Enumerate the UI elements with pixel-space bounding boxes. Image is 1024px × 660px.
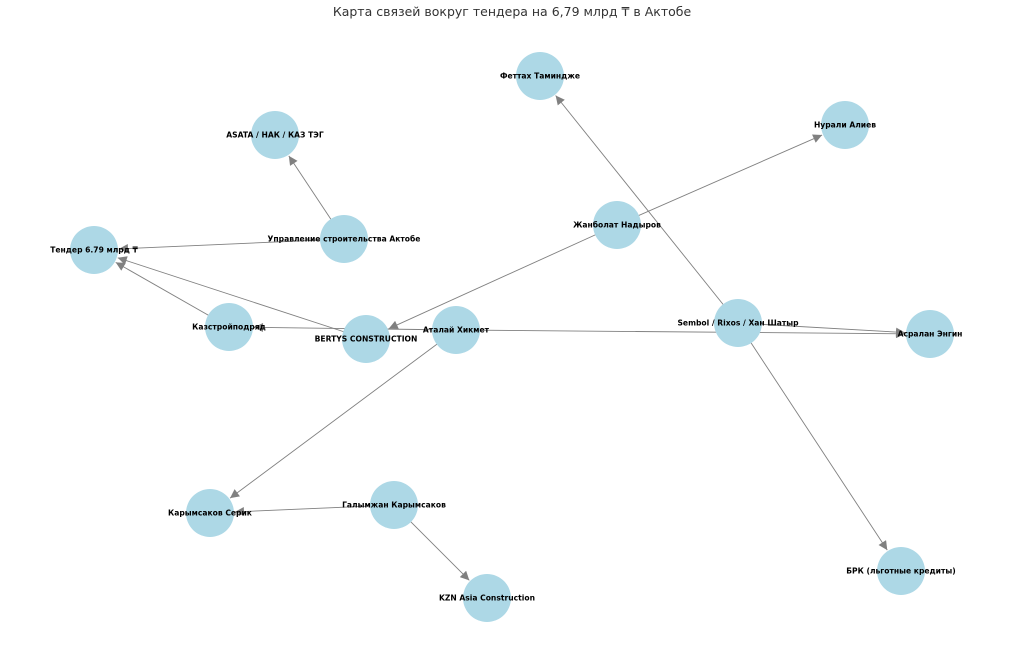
node-karymsakov_s[interactable]	[186, 489, 234, 537]
node-kazstroy[interactable]	[205, 303, 253, 351]
node-atalay[interactable]	[432, 306, 480, 354]
nodes-layer	[70, 52, 954, 622]
edge-sembol-to-asralan	[737, 322, 906, 337]
node-upr[interactable]	[320, 215, 368, 263]
edge-zhanbolat-to-bertys	[388, 224, 618, 330]
node-label-atalay: Аталай Хикмет	[423, 326, 490, 335]
node-label-kazstroy: Казстройподряд	[192, 323, 266, 332]
node-kzn[interactable]	[463, 574, 511, 622]
node-label-upr: Управление строительства Актобе	[268, 235, 421, 244]
edges-layer	[115, 95, 906, 581]
edge-atalay-to-asralan	[455, 329, 906, 339]
node-bertys[interactable]	[342, 315, 390, 363]
node-label-kzn: KZN Asia Construction	[439, 594, 535, 603]
node-feth[interactable]	[516, 52, 564, 100]
node-nurali[interactable]	[821, 101, 869, 149]
node-label-nurali: Нурали Алиев	[814, 121, 876, 130]
edge-sembol-to-feth	[555, 95, 739, 324]
node-label-karymsakov_s: Карымсаков Серик	[168, 509, 253, 518]
edge-galymzhan-to-karymsakov_s	[234, 504, 395, 517]
node-sembol[interactable]	[714, 299, 762, 347]
node-label-asata: ASATA / НАК / КАЗ ТЭГ	[226, 131, 324, 140]
node-label-asralan: Асралан Энгин	[898, 330, 963, 339]
node-label-tender: Тендер 6.79 млрд ₸	[50, 246, 138, 255]
labels-layer: Тендер 6.79 млрд ₸ ASATA / НАК / КАЗ ТЭГ У…	[50, 72, 962, 603]
node-label-galymzhan: Галымжан Карымсаков	[342, 501, 446, 510]
node-asata[interactable]	[251, 111, 299, 159]
graph-title: Карта связей вокруг тендера на 6,79 млрд…	[333, 4, 692, 19]
edge-atalay-to-karymsakov_s	[229, 329, 457, 499]
node-label-sembol: Sembol / Rixos / Хан Шатыр	[677, 319, 799, 328]
node-tender[interactable]	[70, 226, 118, 274]
node-brk[interactable]	[877, 547, 925, 595]
node-label-brk: БРК (льготные кредиты)	[846, 567, 955, 576]
node-label-zhanbolat: Жанболат Надыров	[573, 221, 661, 230]
node-zhanbolat[interactable]	[593, 201, 641, 249]
node-label-bertys: BERTYS CONSTRUCTION	[315, 335, 418, 344]
edge-bertys-to-tender	[117, 256, 367, 340]
node-asralan[interactable]	[906, 310, 954, 358]
edge-sembol-to-brk	[737, 322, 888, 551]
node-label-feth: Феттах Таминдже	[500, 72, 580, 81]
edge-zhanbolat-to-nurali	[616, 134, 823, 226]
edge-upr-to-tender	[118, 238, 345, 254]
node-galymzhan[interactable]	[370, 481, 418, 529]
